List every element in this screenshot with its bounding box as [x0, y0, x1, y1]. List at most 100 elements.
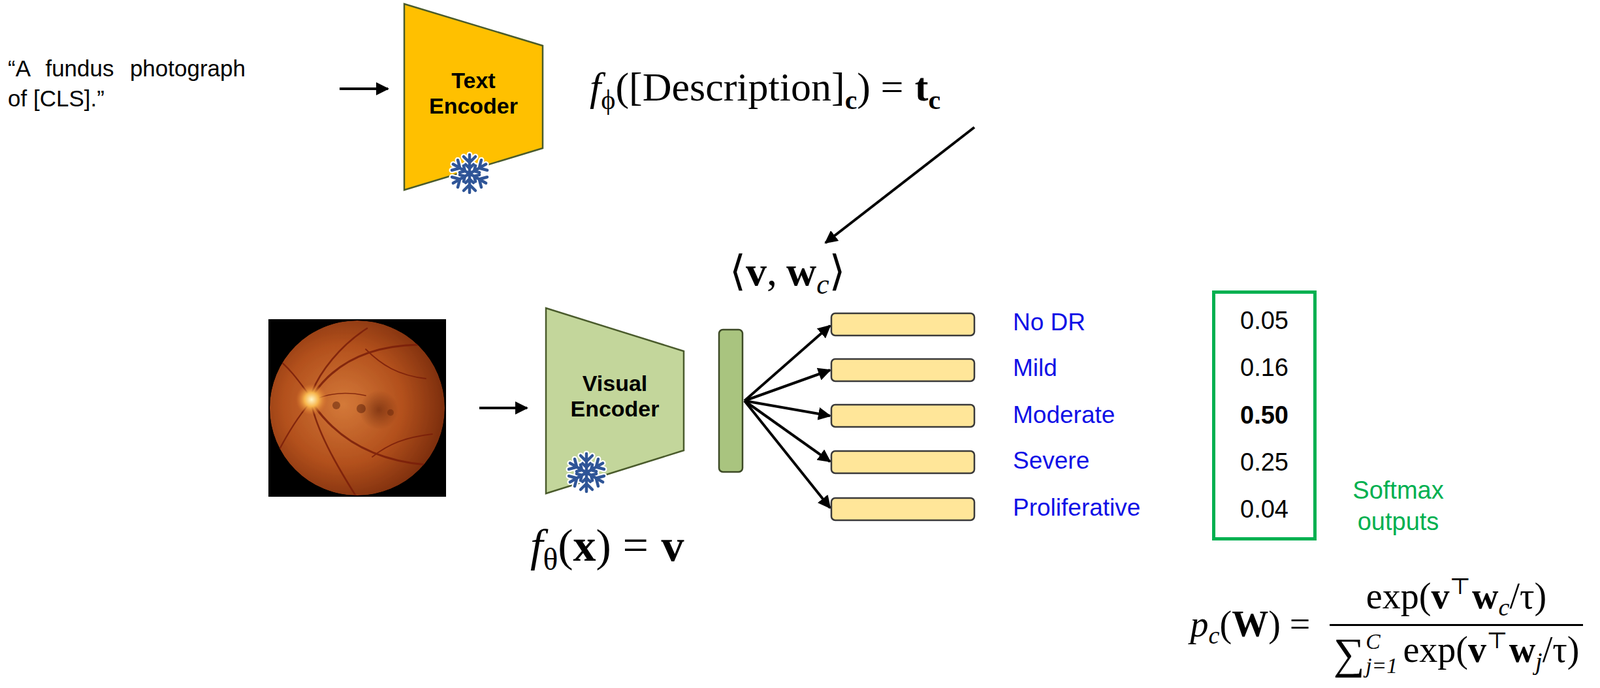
fraction: exp(v⊤wc/τ) ∑Cj=1exp(v⊤wj/τ): [1329, 573, 1584, 680]
text-encoder: Text Encoder: [404, 3, 543, 191]
denominator: ∑Cj=1exp(v⊤wj/τ): [1329, 624, 1584, 680]
text-encoder-formula: fϕ([Description]c) =tc: [589, 64, 941, 116]
frozen-icon: [566, 453, 606, 492]
input-arrow: [339, 87, 388, 91]
formula-subscript: ϕ: [600, 84, 616, 115]
formula-text: ) =: [596, 520, 649, 571]
prompt-text: “A fundus photograph of [CLS].”: [7, 55, 246, 112]
class-weight-bar: [831, 451, 975, 474]
class-name: No DR: [1012, 308, 1086, 337]
formula-bracket: ⟩: [829, 248, 846, 295]
formula-symbol: x: [573, 520, 597, 571]
vessel: [372, 434, 433, 458]
softmax-caption-text: Softmax outputs: [1352, 476, 1444, 536]
optic-disc: [295, 384, 328, 416]
lesion: [387, 409, 394, 416]
vessel: [312, 328, 368, 392]
class-name: Moderate: [1012, 401, 1115, 430]
formula-symbol: t: [914, 64, 929, 110]
sum-limits: Cj=1: [1365, 630, 1398, 679]
probability-value: 0.16: [1240, 353, 1289, 383]
formula-text: exp(: [1366, 576, 1432, 617]
formula-text: ) =: [1268, 604, 1311, 645]
formula-subscript: θ: [542, 542, 558, 577]
encoder-label: Visual Encoder: [559, 370, 671, 422]
formula-left: pc(W) =: [1190, 603, 1321, 650]
retina: [269, 320, 445, 496]
node-text-area: Visual Encoder: [559, 353, 671, 439]
formula-text: ([Description]: [615, 64, 845, 110]
class-weight-bar: [831, 498, 975, 521]
formula-text: ) =: [856, 64, 904, 110]
formula-subscript: c: [1498, 593, 1510, 622]
class-name: Severe: [1012, 447, 1090, 475]
sum: ∑: [1333, 629, 1365, 671]
probability-value: 0.04: [1240, 495, 1289, 525]
image-background: [268, 319, 447, 497]
formula-text: /τ): [1542, 629, 1580, 671]
vessel: [365, 349, 426, 379]
frozen-icon: [449, 154, 489, 193]
visual-encoder: Visual Encoder: [545, 308, 684, 494]
formula-text: exp(: [1402, 629, 1469, 671]
lesion: [332, 401, 341, 410]
node-text-area: Text Encoder: [417, 50, 530, 136]
visual-encoder-formula: fθ(x) =v: [530, 519, 684, 578]
class-name: Proliferative: [1012, 494, 1141, 522]
class-weights: [831, 313, 975, 521]
sum-symbol: ∑: [1333, 629, 1365, 679]
formula-symbol: v: [660, 520, 684, 571]
formula-text: (: [557, 520, 573, 571]
formula-text: /τ): [1509, 576, 1547, 617]
formula-superscript: ⊤: [1486, 628, 1508, 654]
formula-symbol: w: [786, 248, 817, 295]
lesion: [356, 404, 366, 414]
softmax-formula: pc(W) = exp(v⊤wc/τ) ∑Cj=1exp(v⊤wj/τ): [1190, 573, 1584, 680]
formula-bracket: ⟨: [729, 248, 746, 295]
vessel: [313, 344, 446, 395]
class-weight-bar: [831, 404, 975, 428]
trapezoid: [545, 308, 684, 494]
formula-text: (: [1219, 604, 1232, 645]
formula-symbol: p: [1190, 604, 1209, 645]
formula-superscript: ⊤: [1449, 574, 1471, 600]
projection-arrow: [744, 325, 831, 401]
formula-subscript: j: [1535, 647, 1543, 676]
probability-value: 0.50: [1240, 401, 1289, 431]
blood-vessels: [275, 328, 446, 497]
formula-text: ,: [766, 248, 778, 295]
sum-limit: j=1: [1365, 654, 1398, 679]
class-name: Mild: [1012, 354, 1058, 383]
projection-arrows: [744, 325, 831, 509]
softmax-output-box: 0.050.160.500.250.04: [1212, 290, 1317, 541]
prompt-template: “A fundus photograph of [CLS].”: [7, 53, 246, 113]
formula-symbol: w: [1509, 629, 1536, 671]
inner-product-formula: ⟨v,wc⟩: [729, 246, 846, 301]
formula-symbol: v: [1468, 629, 1487, 671]
vessel: [312, 407, 356, 497]
feature-vector: [719, 329, 743, 473]
formula-subscript: c: [845, 84, 858, 115]
projection-arrow: [744, 400, 831, 509]
formula-symbol: f: [530, 520, 543, 571]
sum-limit: C: [1365, 630, 1398, 655]
class-weight-bar: [831, 359, 975, 382]
numerator: exp(v⊤wc/τ): [1329, 573, 1584, 625]
projection-arrow: [744, 370, 831, 401]
softmax-caption: Softmax outputs: [1336, 475, 1461, 538]
node-text-area: 0.050.160.500.250.04: [1215, 293, 1314, 538]
fundus-image: [269, 320, 446, 497]
formula-symbol: v: [745, 248, 767, 295]
formula-symbol: f: [589, 64, 601, 110]
vessel: [313, 404, 426, 465]
formula-symbol: v: [1430, 576, 1450, 617]
formula-subscript: c: [1208, 621, 1220, 650]
denominator-term: exp(v⊤wj/τ): [1402, 629, 1580, 671]
formula-subscript: c: [816, 268, 829, 300]
formula-subscript: c: [928, 84, 942, 115]
probability-value: 0.25: [1240, 448, 1289, 478]
formula-symbol: W: [1231, 604, 1269, 645]
input-arrow: [479, 406, 528, 410]
weight-init-arrow: [825, 127, 975, 243]
formula-symbol: w: [1472, 576, 1499, 617]
